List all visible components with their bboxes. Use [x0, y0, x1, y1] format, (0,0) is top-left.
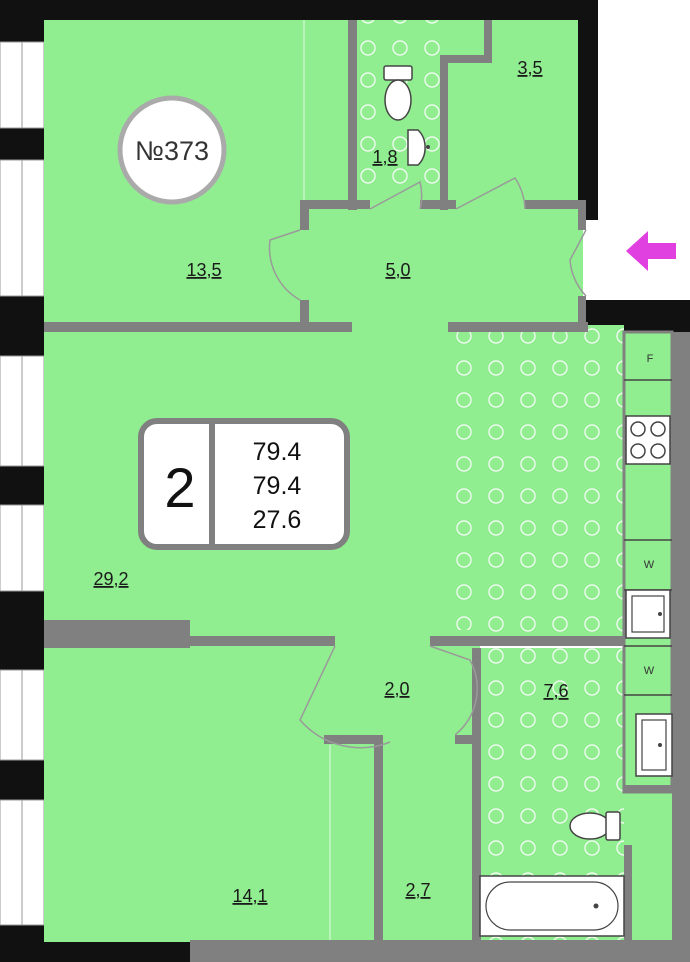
apartment-number-badge: №373: [117, 95, 227, 205]
apartment-number: №373: [135, 136, 209, 166]
room-area-bedroom-top: 13,5: [186, 260, 221, 280]
interior-walls: [44, 20, 690, 962]
kitchen-sink-icon: [625, 589, 671, 639]
living-area: 27.6: [253, 506, 302, 534]
toilet-icon: [383, 65, 413, 121]
room-area-bathroom: 7,6: [543, 681, 568, 701]
room-area-corridor: 2,0: [384, 679, 409, 699]
washer-mark-top: W: [644, 559, 655, 571]
entrance-arrow-icon: [626, 231, 676, 271]
room-labels: 13,5 1,8 3,5 5,0 29,2 2,0 7,6 14,1 2,7: [93, 58, 568, 906]
bathroom-sink-icon: [635, 713, 673, 777]
room-area-storage: 3,5: [517, 58, 542, 78]
room-area-toilet: 1,8: [372, 147, 397, 167]
bathtub-icon: [479, 875, 625, 937]
bathroom-toilet-icon: [569, 811, 621, 841]
total-area-2: 79.4: [253, 472, 302, 500]
fridge-mark: F: [647, 353, 654, 365]
total-area: 79.4: [253, 438, 302, 466]
fixture-marks: F W W: [644, 353, 655, 677]
rooms-count: 2: [164, 456, 195, 519]
room-area-living: 29,2: [93, 569, 128, 589]
room-area-hall: 5,0: [385, 260, 410, 280]
room-area-bedroom-bottom: 14,1: [232, 886, 267, 906]
windows: [0, 41, 45, 926]
doors[interactable]: [268, 20, 587, 940]
kitchen-counter: [622, 330, 674, 794]
summary-box: 2 79.4 79.4 27.6: [138, 418, 350, 550]
room-area-closet: 2,7: [405, 880, 430, 900]
sink-icon: [407, 129, 430, 166]
washer-mark-bottom: W: [644, 665, 655, 677]
stove-icon: [625, 415, 671, 465]
